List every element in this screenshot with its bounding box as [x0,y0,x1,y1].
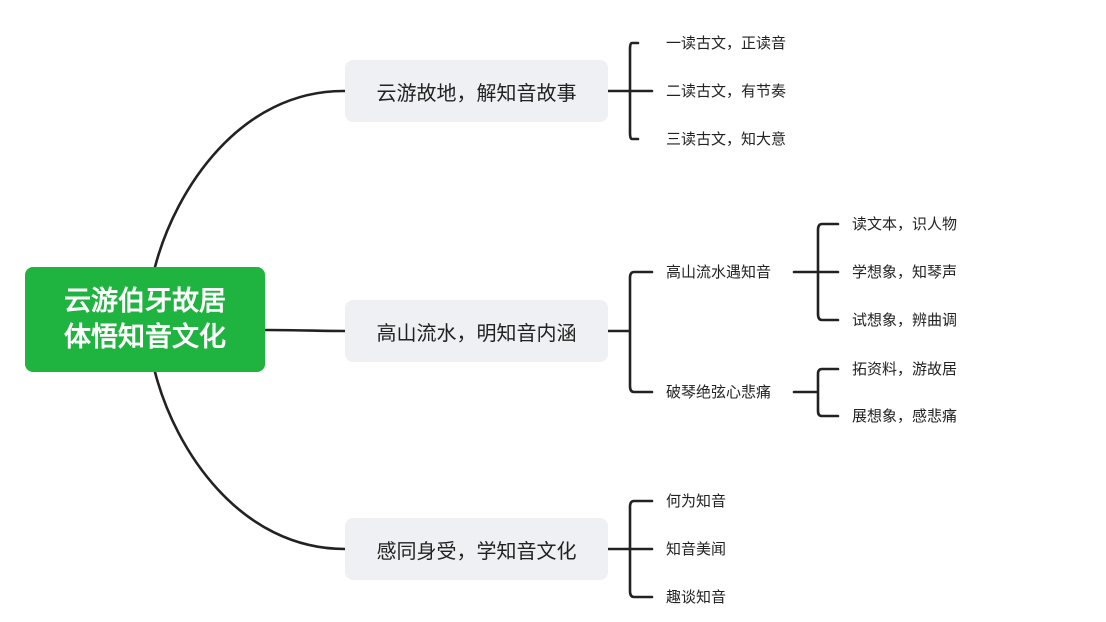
bracket-branch-1 [606,41,654,141]
branch-topic-3[interactable]: 感同身受，学知音文化 [345,518,608,580]
connector-root-branch-1 [153,89,347,269]
leaf-topic[interactable]: 三读古文，知大意 [666,130,787,148]
subtopic-1[interactable]: 高山流水遇知音 [666,263,772,281]
bracket-sub-2 [792,367,840,418]
leaf-topic[interactable]: 二读古文，有节奏 [666,82,787,100]
leaf-topic[interactable]: 拓资料，游故居 [852,360,958,378]
leaf-topic[interactable]: 何为知音 [666,492,727,510]
central-topic-line-1: 云游伯牙故居 [64,285,226,317]
connector-root-branch-2 [263,328,347,333]
bracket-branch-2 [606,270,654,394]
leaf-topic[interactable]: 一读古文，正读音 [666,34,787,52]
leaf-topic[interactable]: 读文本，识人物 [852,215,958,233]
leaf-topic[interactable]: 趣谈知音 [666,588,727,606]
central-topic[interactable]: 云游伯牙故居 体悟知音文化 [25,267,265,372]
leaf-topic[interactable]: 试想象，辨曲调 [852,311,958,329]
leaf-topic[interactable]: 知音美闻 [666,540,727,558]
leaf-topic[interactable]: 展想象，感悲痛 [852,407,958,425]
leaf-topic[interactable]: 学想象，知琴声 [852,263,958,281]
central-topic-line-2: 体悟知音文化 [64,321,226,353]
bracket-branch-3 [606,499,654,599]
branch-topic-1[interactable]: 云游故地，解知音故事 [345,60,608,122]
connector-root-branch-3 [153,370,347,551]
branch-topic-2[interactable]: 高山流水，明知音内涵 [345,300,608,362]
bracket-sub-1 [792,222,840,322]
subtopic-2[interactable]: 破琴绝弦心悲痛 [666,383,772,401]
